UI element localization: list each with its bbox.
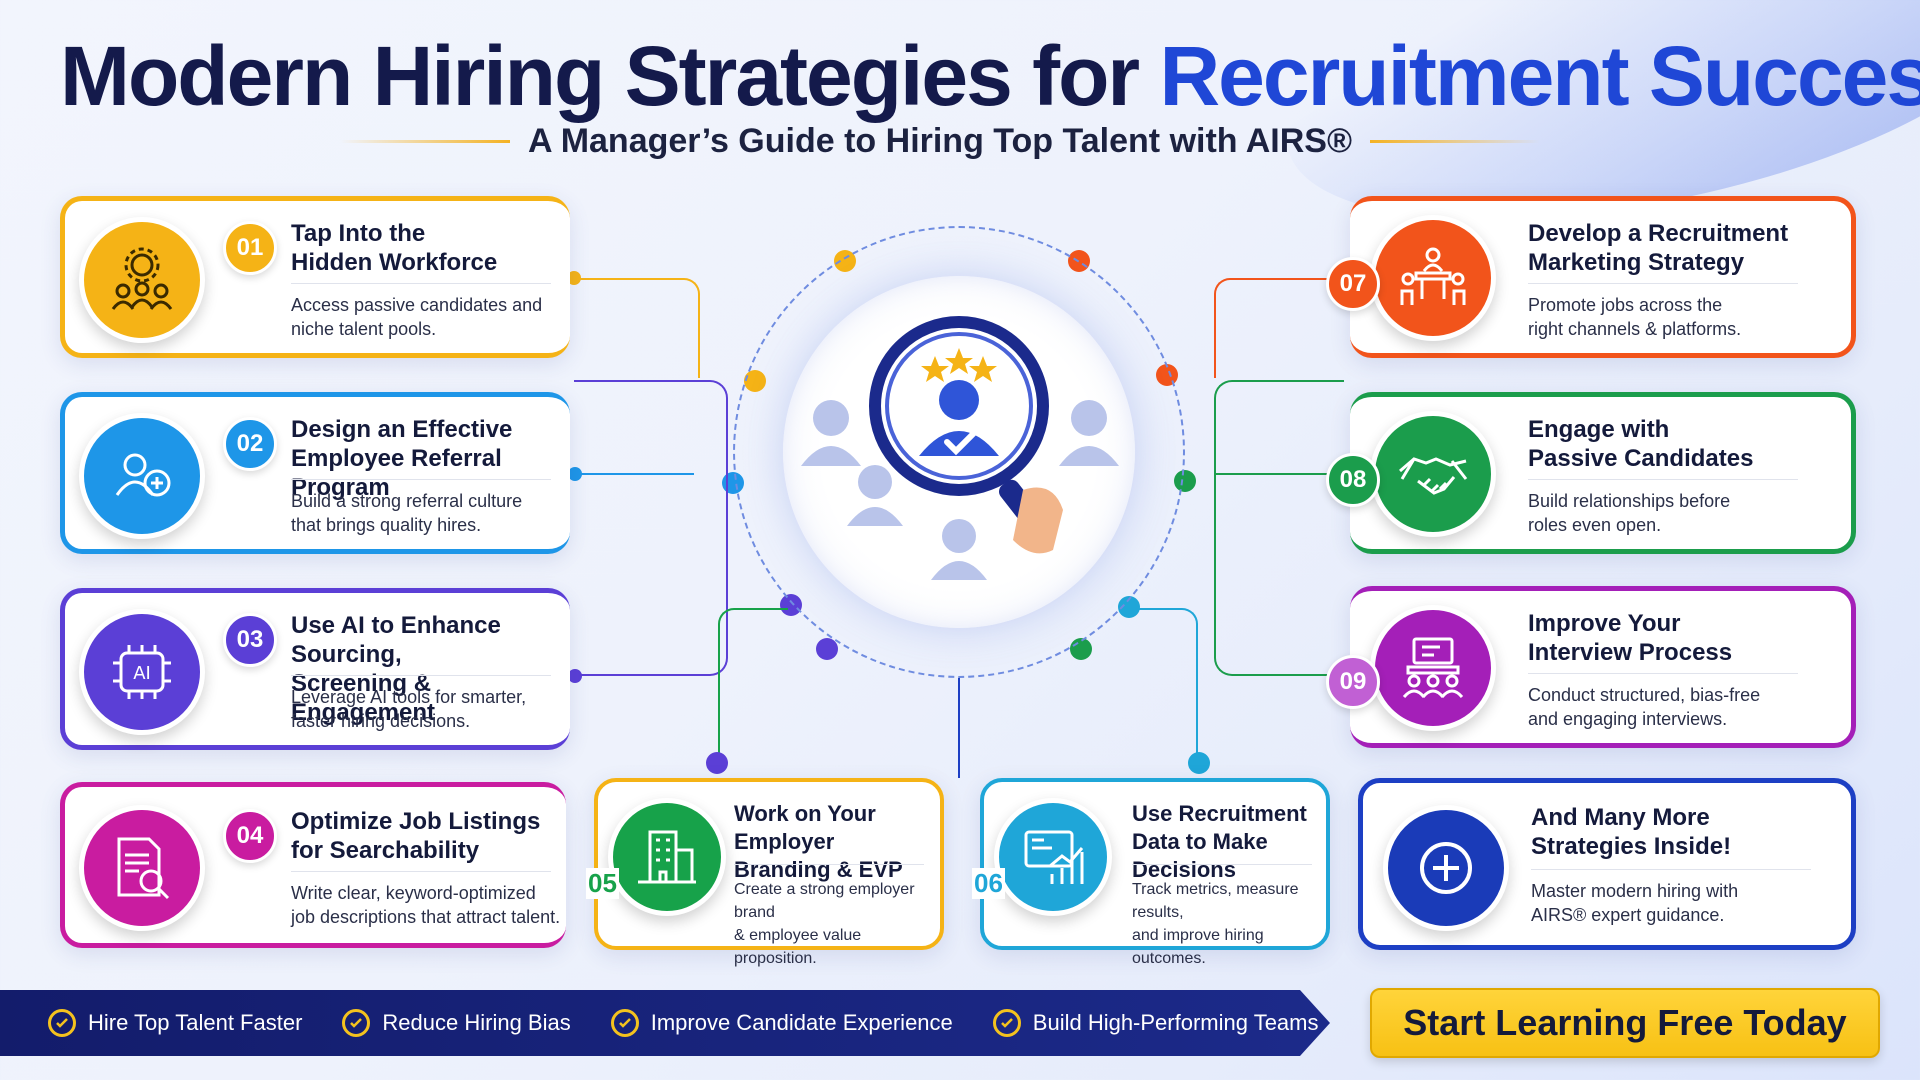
card-title-line2: for Searchability xyxy=(291,837,480,864)
magnifier-candidate-icon xyxy=(801,316,1119,580)
benefit-label: Reduce Hiring Bias xyxy=(382,1010,571,1035)
referral-icon xyxy=(79,413,205,539)
card-desc-line1: Write clear, keyword-optimized xyxy=(291,883,536,903)
card-desc-line2: and improve hiring outcomes. xyxy=(1132,927,1264,967)
subtitle-line-right xyxy=(1370,139,1540,143)
card-desc-line1: Track metrics, measure results, xyxy=(1132,881,1299,921)
step-number: 04 xyxy=(223,809,277,863)
document-search-icon xyxy=(79,805,205,931)
card-desc-line1: Access passive candidates and xyxy=(291,295,543,315)
check-icon xyxy=(342,1009,371,1037)
benefit-item: Build High-Performing Teams xyxy=(992,1009,1319,1037)
card-desc-line1: Promote jobs across the xyxy=(1528,295,1723,315)
check-icon xyxy=(992,1009,1021,1037)
interview-icon xyxy=(1370,605,1496,731)
step-number: 09 xyxy=(1326,655,1380,709)
card-desc-line2: AIRS® expert guidance. xyxy=(1531,905,1725,925)
card-desc-line1: Conduct structured, bias-free xyxy=(1528,685,1761,705)
card-title-line2: Hidden Workforce xyxy=(291,249,498,276)
card-title-line2: Passive Candidates xyxy=(1528,445,1754,472)
strategy-card-03[interactable]: AI 03 Use AI to Enhance Sourcing,Screeni… xyxy=(60,588,570,750)
handshake-icon xyxy=(1370,411,1496,537)
building-icon xyxy=(608,798,726,916)
benefit-label: Improve Candidate Experience xyxy=(650,1010,953,1035)
card-desc-line2: & employee value proposition. xyxy=(734,927,862,967)
subtitle-row: A Manager’s Guide to Hiring Top Talent w… xyxy=(340,116,1540,166)
center-dashed-ring xyxy=(733,226,1185,678)
benefit-item: Reduce Hiring Bias xyxy=(342,1009,571,1037)
start-learning-button[interactable]: Start Learning Free Today xyxy=(1370,988,1880,1058)
card-title-line2: Marketing Strategy xyxy=(1528,249,1745,276)
step-number: 07 xyxy=(1326,257,1380,311)
step-number: 02 xyxy=(223,417,277,471)
card-desc-line2: job descriptions that attract talent. xyxy=(291,907,561,927)
page-title: Modern Hiring Strategies for Recruitment… xyxy=(60,29,1920,123)
card-desc-line2: niche talent pools. xyxy=(291,319,437,339)
card-title-line1: Improve Your xyxy=(1528,610,1681,637)
card-title-line1: Optimize Job Listings xyxy=(291,808,541,835)
card-desc-line1: Master modern hiring with xyxy=(1531,881,1739,901)
card-desc-line2: roles even open. xyxy=(1528,515,1662,535)
card-title-line2: Strategies Inside! xyxy=(1531,833,1732,860)
step-number: 05 xyxy=(586,868,619,899)
card-desc-line1: Build a strong referral culture xyxy=(291,491,523,511)
card-title-line2: Screening & Engagement xyxy=(291,670,436,726)
step-number: 01 xyxy=(223,221,277,275)
card-desc-line1: Leverage AI tools for smarter, xyxy=(291,687,527,707)
card-title-line2: Interview Process xyxy=(1528,639,1733,666)
card-desc-line2: faster hiring decisions. xyxy=(291,711,471,731)
card-desc-line2: and engaging interviews. xyxy=(1528,709,1728,729)
page-subtitle: A Manager’s Guide to Hiring Top Talent w… xyxy=(527,121,1353,160)
card-title-line1: Design an Effective xyxy=(291,416,513,443)
subtitle-line-left xyxy=(340,139,510,143)
card-title-line1: Tap Into the xyxy=(291,220,426,247)
check-icon xyxy=(48,1009,76,1037)
step-number: 06 xyxy=(972,868,1005,899)
benefit-label: Hire Top Talent Faster xyxy=(88,1010,303,1035)
meeting-icon xyxy=(1370,215,1496,341)
card-title-line1: And Many More xyxy=(1531,804,1710,831)
step-number: 08 xyxy=(1326,453,1380,507)
card-title-line2: Branding & EVP xyxy=(734,857,903,882)
benefit-item: Improve Candidate Experience xyxy=(610,1009,953,1037)
benefit-item: Hire Top Talent Faster xyxy=(48,1009,302,1037)
card-title-line1: Use Recruitment xyxy=(1132,801,1307,826)
card-title-line2: Employee Referral Program xyxy=(291,445,502,501)
card-title-line2: Data to Make Decisions xyxy=(1132,829,1268,882)
analytics-icon xyxy=(994,798,1112,916)
card-title-line1: Engage with xyxy=(1528,416,1670,443)
card-title-line1: Develop a Recruitment xyxy=(1528,220,1789,247)
card-desc-line2: that brings quality hires. xyxy=(291,515,482,535)
card-desc-line2: right channels & platforms. xyxy=(1528,319,1742,339)
benefits-bar: Hire Top Talent Faster Reduce Hiring Bia… xyxy=(0,990,1330,1056)
team-gear-icon xyxy=(79,217,205,343)
card-title-line1: Work on Your Employer xyxy=(734,801,876,854)
check-icon xyxy=(610,1009,639,1037)
card-title-line1: Use AI to Enhance Sourcing, xyxy=(291,612,501,668)
benefit-label: Build High-Performing Teams xyxy=(1032,1010,1319,1035)
card-desc-line1: Create a strong employer brand xyxy=(734,881,915,921)
plus-circle-icon xyxy=(1383,805,1509,931)
card-desc-line1: Build relationships before xyxy=(1528,491,1731,511)
svg-text:AI: AI xyxy=(133,663,151,684)
ai-chip-icon: AI xyxy=(79,609,205,735)
step-number: 03 xyxy=(223,613,277,667)
